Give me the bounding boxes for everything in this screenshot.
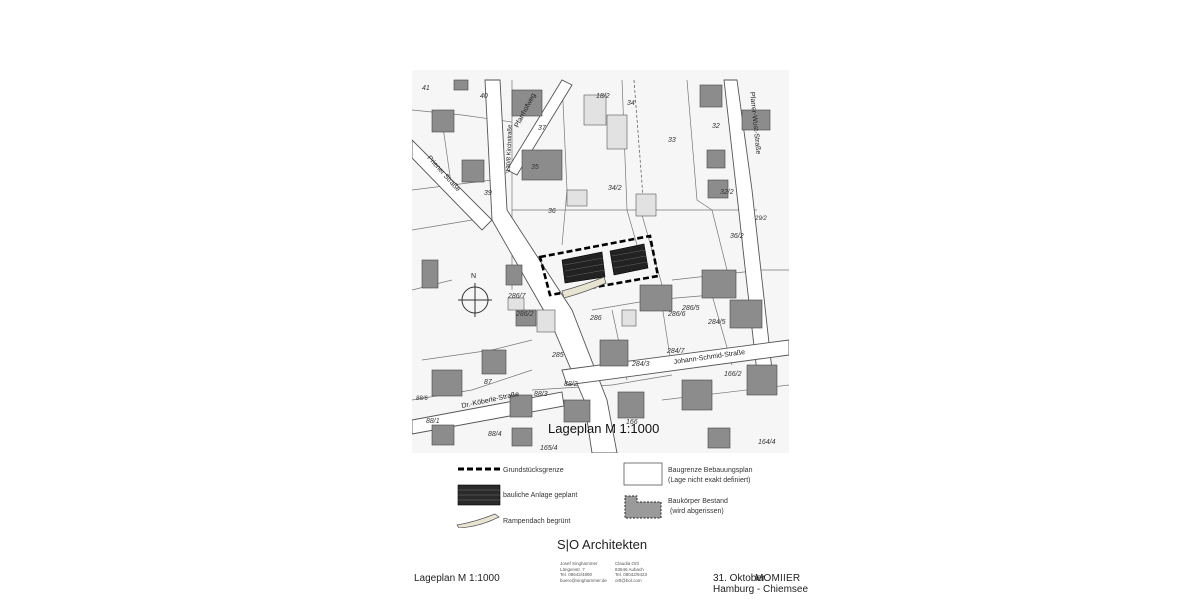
parcel-284-5: 284/5 [707,319,726,326]
parcel-87: 87 [484,379,493,386]
parcel-88-6: 88/6 [416,396,428,402]
parcel-36-2: 36/2 [730,233,744,240]
legend-buildline-note: (Lage nicht exakt definiert) [668,477,751,484]
parcel-numbers: 41 40 37 18/2 34 33 32 35 39 34/2 32/2 3… [416,85,776,452]
parcel-166-2: 166/2 [724,371,742,378]
parcel-88-2: 88/2 [564,381,578,388]
parcel-165-4: 165/4 [540,445,558,452]
map-title: Lageplan M 1:1000 [548,421,660,436]
parcel-284-7: 284/7 [666,348,686,355]
parcel-41: 41 [422,85,430,92]
parcel-164-4: 164/4 [758,439,776,446]
existing-building-legend-icon [624,495,662,519]
legend-ramp-label: Rampendach begrünt [503,518,571,525]
parcel-29-2: 29/2 [754,216,767,222]
north-label: N [471,273,476,280]
legend-boundary-label: Grundstücksgrenze [503,467,564,474]
buildline-legend-icon [623,462,663,486]
green-ramp-roof [561,276,607,299]
street-kirchstrasse: 130/8 Kirchstraße [506,124,514,172]
legend-planned-label: bauliche Anlage geplant [503,492,578,499]
north-arrow-icon: N [458,273,492,317]
existing-buildings [421,79,778,449]
parcel-285: 285 [551,352,564,359]
site-map: N Pfarrhofweg 130/8 Kirchstraße Priener … [412,70,789,453]
parcel-40: 40 [480,93,488,100]
footer-project: MOMIIER [755,573,801,584]
parcel-32: 32 [712,123,720,130]
boundary-legend-icon [458,467,500,471]
planned-building-legend-icon [457,484,501,506]
parcel-18-2: 18/2 [596,93,610,100]
firm-name: S|O Architekten [557,537,648,552]
parcel-39: 39 [484,190,492,197]
legend-existing-label: Baukörper Bestand [668,498,728,505]
footer-place: Hamburg - Chiemsee [713,584,809,595]
parcel-34-2: 34/2 [608,185,622,192]
parcel-88-3: 88/3 [534,391,548,398]
parcel-286-5: 286/5 [681,305,700,312]
parcel-286: 286 [589,315,602,322]
parcel-166: 166 [626,419,638,426]
parcel-284-3: 284/3 [631,361,650,368]
parcel-286-6: 286/6 [667,311,686,318]
planned-buildings [561,243,649,299]
parcel-35: 35 [531,164,539,171]
footer-date: 31. Oktober [713,573,766,584]
parcel-34: 34 [627,100,635,107]
parcel-37: 37 [538,125,547,132]
footer-plan-label: Lageplan M 1:1000 [414,573,500,584]
parcel-88-1: 88/1 [426,418,440,425]
outbuildings [507,94,657,333]
site-map-drawing: N Pfarrhofweg 130/8 Kirchstraße Priener … [412,70,789,453]
legend-existing-note: (wird abgerissen) [670,508,724,515]
parcel-286-7: 286/7 [507,293,527,300]
parcel-286-2: 286/2 [515,311,534,318]
parcel-36: 36 [548,208,556,215]
property-boundary [538,234,660,297]
legend-buildline-label: Baugrenze Bebauungsplan [668,467,753,474]
ramp-legend-icon [456,513,500,528]
parcel-88-4: 88/4 [488,431,502,438]
parcel-33: 33 [668,137,676,144]
parcel-32-2: 32/2 [720,189,734,196]
